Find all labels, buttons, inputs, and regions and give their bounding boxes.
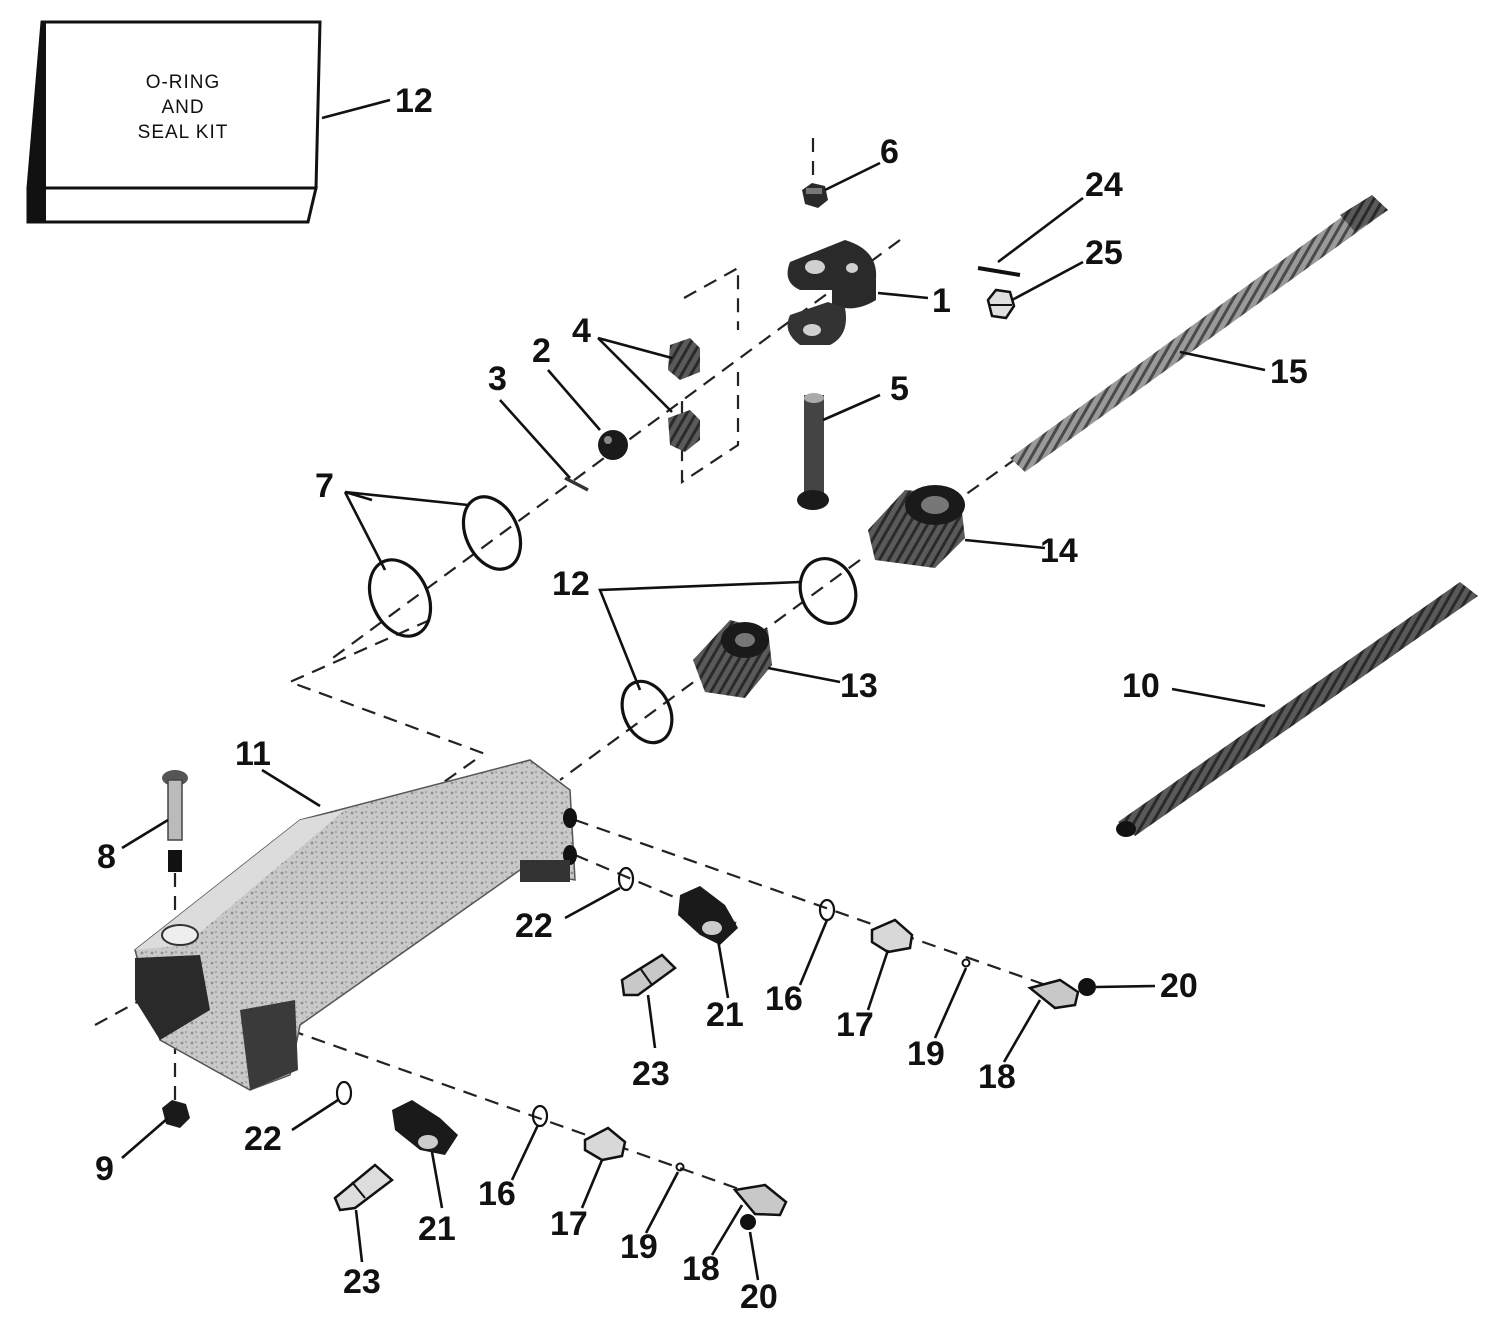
callout-labels: 12 6 24 25 1 4 2 3 5 15 7 14 12 13 10 11… [95,82,1308,1316]
callout-5: 5 [890,370,909,408]
part-15-long-rod [1010,195,1388,472]
part-12-oring-upper [798,557,858,625]
part-16-oring-upper [818,898,836,922]
callout-12-rings: 12 [552,565,590,603]
part-19-ball-lower [675,1162,685,1172]
callout-3: 3 [488,360,507,398]
part-12-oring-lower [620,679,674,745]
callout-25: 25 [1085,234,1123,272]
callout-6: 6 [880,133,899,171]
part-13-piston [693,620,772,698]
part-17-fitting-upper [870,918,914,954]
callout-11: 11 [235,735,271,773]
callout-16-lower: 16 [478,1175,516,1213]
part-8-bolt [162,770,188,872]
callout-14: 14 [1040,532,1078,570]
kit-label-line2: AND [161,97,204,118]
part-7-oring-upper [461,495,523,571]
part-6-nut [802,183,828,208]
callout-2: 2 [532,332,551,370]
callout-22-lower: 22 [244,1120,282,1158]
callout-21-upper: 21 [706,996,744,1034]
callout-23-upper: 23 [632,1055,670,1093]
callout-18-lower: 18 [682,1250,720,1288]
part-14-gland [868,485,965,568]
part-18-valve-upper [1027,978,1080,1010]
callout-20-lower: 20 [740,1278,778,1316]
callout-20-upper: 20 [1160,967,1198,1005]
callout-21-lower: 21 [418,1210,456,1248]
callout-22-upper: 22 [515,907,553,945]
part-17-fitting-lower [583,1126,627,1162]
callout-10: 10 [1122,667,1160,705]
leader-lines [121,98,1266,1281]
callout-7: 7 [315,467,334,505]
callout-13: 13 [840,667,878,705]
callout-24: 24 [1085,166,1123,204]
callout-12-kit: 12 [395,82,433,120]
part-21-elbow-lower [392,1100,458,1155]
part-1-clevis-bracket [787,240,877,345]
callout-9: 9 [95,1150,114,1188]
callout-19-lower: 19 [620,1228,658,1266]
part-20-cap-upper [1078,978,1096,996]
kit-label-line3: SEAL KIT [138,122,229,143]
callout-23-lower: 23 [343,1263,381,1301]
part-9-nut [162,1100,190,1128]
callout-4: 4 [572,312,591,350]
part-4-bushings [668,338,700,452]
callout-8: 8 [97,838,116,876]
part-11-cylinder-body [134,759,577,1091]
seal-kit-box: O-RING AND SEAL KIT [26,20,322,224]
part-2-ball [598,430,628,460]
part-22-oring-upper [617,866,635,892]
part-10-rod [1116,582,1478,837]
callout-15: 15 [1270,353,1308,391]
part-5-pin [797,393,829,510]
part-3-pin [564,476,589,492]
callout-18-upper: 18 [978,1058,1016,1096]
callout-19-upper: 19 [907,1035,945,1073]
part-24-cotter-pin [977,266,1021,277]
part-23-fitting-upper [620,953,677,997]
part-21-elbow-upper [678,886,738,945]
part-23-fitting-lower [333,1163,394,1212]
part-7-oring-lower [367,558,433,638]
part-19-ball-upper [961,958,971,968]
part-16-oring-lower [531,1104,549,1128]
callout-1: 1 [932,282,951,320]
part-22-oring-lower [335,1080,353,1106]
kit-label-line1: O-RING [146,72,221,93]
part-25-nut [986,288,1016,320]
callout-17-lower: 17 [550,1205,588,1243]
callout-17-upper: 17 [836,1006,874,1044]
callout-16-upper: 16 [765,980,803,1018]
part-2-highlight [604,436,612,444]
part-18-valve-lower [732,1183,788,1217]
part-20-cap-lower [740,1214,756,1230]
